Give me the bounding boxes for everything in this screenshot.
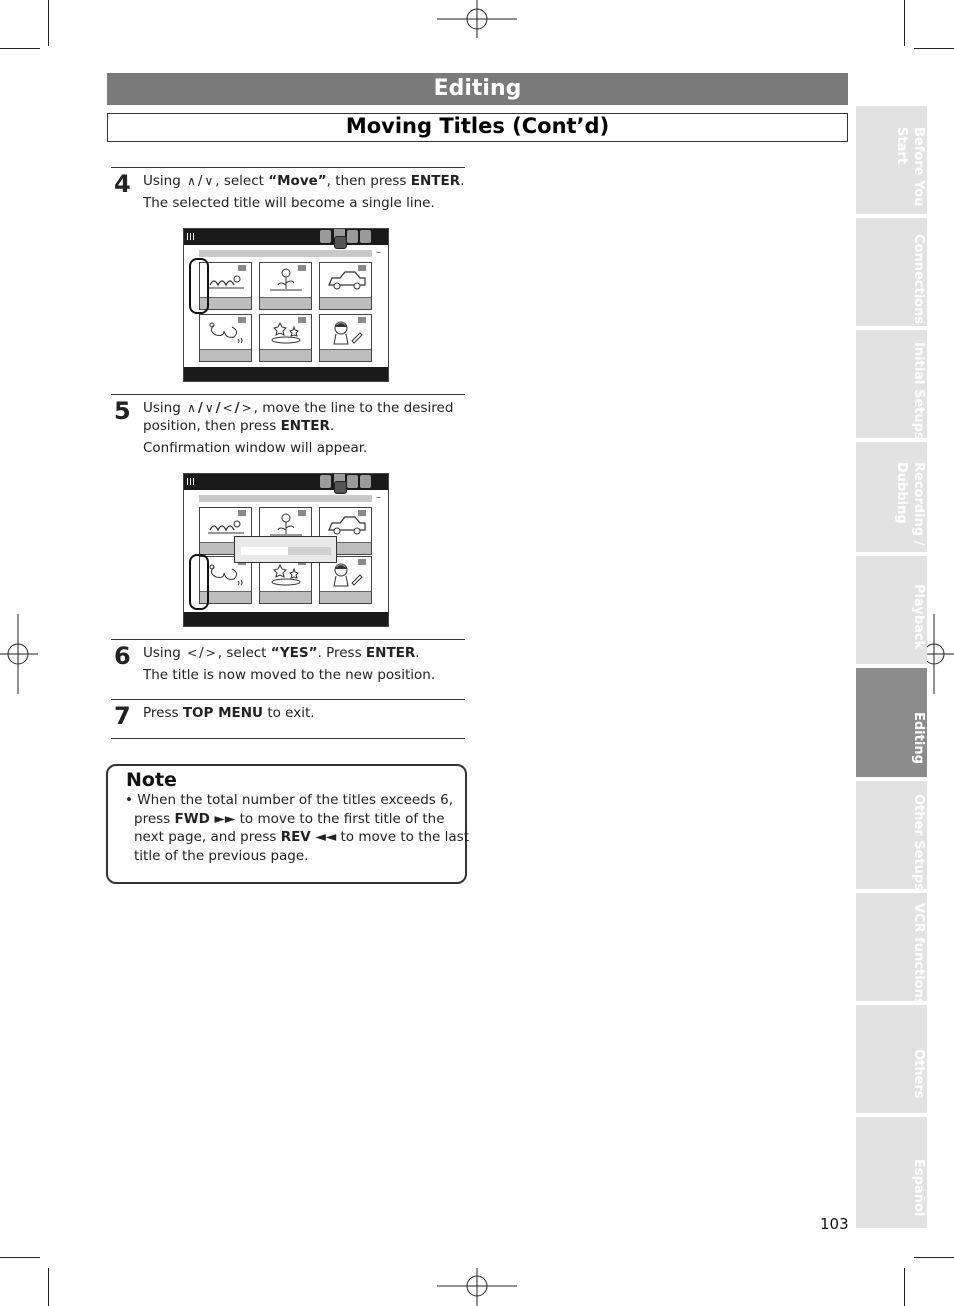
- step-5-result: Confirmation window will appear.: [143, 440, 368, 456]
- crop-mark: [904, 1268, 905, 1306]
- crop-mark: [914, 48, 954, 49]
- step-number: 5: [114, 397, 131, 425]
- note-title: Note: [126, 769, 177, 791]
- crop-mark: [904, 0, 905, 46]
- registration-mark-top: [437, 0, 517, 38]
- side-tab-others[interactable]: Others: [856, 1005, 927, 1113]
- page-title: Moving Titles (Cont’d): [345, 114, 610, 138]
- flower-icon: [270, 513, 302, 536]
- side-tab-editing[interactable]: Editing: [856, 668, 927, 777]
- step-number: 6: [114, 642, 131, 670]
- title-thumbnail: [319, 556, 372, 604]
- side-tab-recording-dubbing[interactable]: Recording / Dubbing: [856, 442, 927, 552]
- side-tab-other-setups[interactable]: Other Setups: [856, 781, 927, 890]
- registration-mark-bottom: [437, 1268, 517, 1306]
- title-thumbnail: [259, 314, 312, 362]
- note-body: • When the total number of the titles ex…: [125, 792, 469, 864]
- step-7-instruction: Press TOP MENU to exit.: [143, 705, 315, 721]
- side-tab-connections[interactable]: Connections: [856, 218, 927, 326]
- car-icon: [328, 516, 366, 535]
- yes-option-highlight: [241, 547, 288, 555]
- title-thumbnail: [319, 262, 372, 310]
- step-divider: [111, 167, 465, 168]
- title-thumbnail: [259, 262, 312, 310]
- step-divider: [111, 394, 465, 395]
- butterfly-icon: [209, 322, 243, 344]
- girl-icon: [333, 321, 363, 345]
- butterfly-icon: [209, 564, 243, 586]
- side-tab-before-you-start[interactable]: Before You Start: [856, 106, 927, 214]
- page-number: 103: [820, 1215, 849, 1233]
- flower-icon: [270, 268, 302, 291]
- step-5-instruction: Using ∧/∨/</>, move the line to the desi…: [143, 400, 454, 416]
- page-title-box: [107, 113, 848, 142]
- cursor-icon: [334, 481, 347, 494]
- left-chevron-icon: <: [222, 401, 233, 415]
- right-chevron-icon: >: [205, 646, 216, 660]
- crop-mark: [0, 48, 40, 49]
- step-number: 7: [114, 702, 131, 730]
- caterpillar-icon: [208, 520, 244, 534]
- step-4-result: The selected title will become a single …: [143, 195, 435, 211]
- up-chevron-icon: ∧: [187, 401, 196, 415]
- step-number: 4: [114, 170, 131, 198]
- right-chevron-icon: >: [241, 401, 252, 415]
- step-4-instruction: Using ∧/∨, select “Move”, then press ENT…: [143, 173, 465, 189]
- side-tab-espanol[interactable]: Español: [856, 1117, 927, 1228]
- step-divider: [111, 699, 465, 700]
- up-chevron-icon: ∧: [187, 174, 196, 188]
- step-6-instruction: Using </>, select “YES”. Press ENTER.: [143, 645, 420, 661]
- caterpillar-icon: [208, 275, 244, 289]
- car-icon: [328, 271, 366, 290]
- crop-mark: [48, 0, 49, 46]
- step-divider: [111, 639, 465, 640]
- stars-icon: [271, 563, 301, 586]
- step-5-instruction-cont: position, then press ENTER.: [143, 418, 335, 434]
- side-tab-vcr-functions[interactable]: VCR functions: [856, 893, 927, 1005]
- title-thumbnail: [319, 314, 372, 362]
- selection-line-highlight: [189, 258, 209, 314]
- section-title: Editing: [433, 76, 522, 101]
- left-chevron-icon: <: [187, 646, 198, 660]
- confirmation-window: [234, 536, 337, 563]
- step-6-result: The title is now moved to the new positi…: [143, 667, 436, 683]
- selection-line-highlight: [189, 554, 209, 610]
- registration-mark-left: [0, 614, 38, 694]
- title-thumbnail: [199, 314, 252, 362]
- menu-grid-icon: [187, 233, 194, 240]
- side-tab-playback[interactable]: Playback: [856, 556, 927, 664]
- crop-mark: [48, 1268, 49, 1306]
- crop-mark: [0, 1257, 40, 1258]
- cursor-icon: [334, 236, 347, 249]
- section-header-bar: [107, 73, 848, 105]
- screen-illustration-move: –: [183, 228, 389, 382]
- note-box: [106, 764, 467, 884]
- title-thumbnail: [259, 556, 312, 604]
- step-divider: [111, 738, 465, 739]
- screen-illustration-confirm: –: [183, 473, 389, 627]
- girl-icon: [333, 563, 363, 587]
- menu-grid-icon: [187, 478, 194, 485]
- down-chevron-icon: ∨: [204, 401, 214, 415]
- down-chevron-icon: ∨: [204, 174, 214, 188]
- stars-icon: [271, 321, 301, 344]
- side-tab-initial-setups[interactable]: Initial Setups: [856, 330, 927, 440]
- crop-mark: [914, 1257, 954, 1258]
